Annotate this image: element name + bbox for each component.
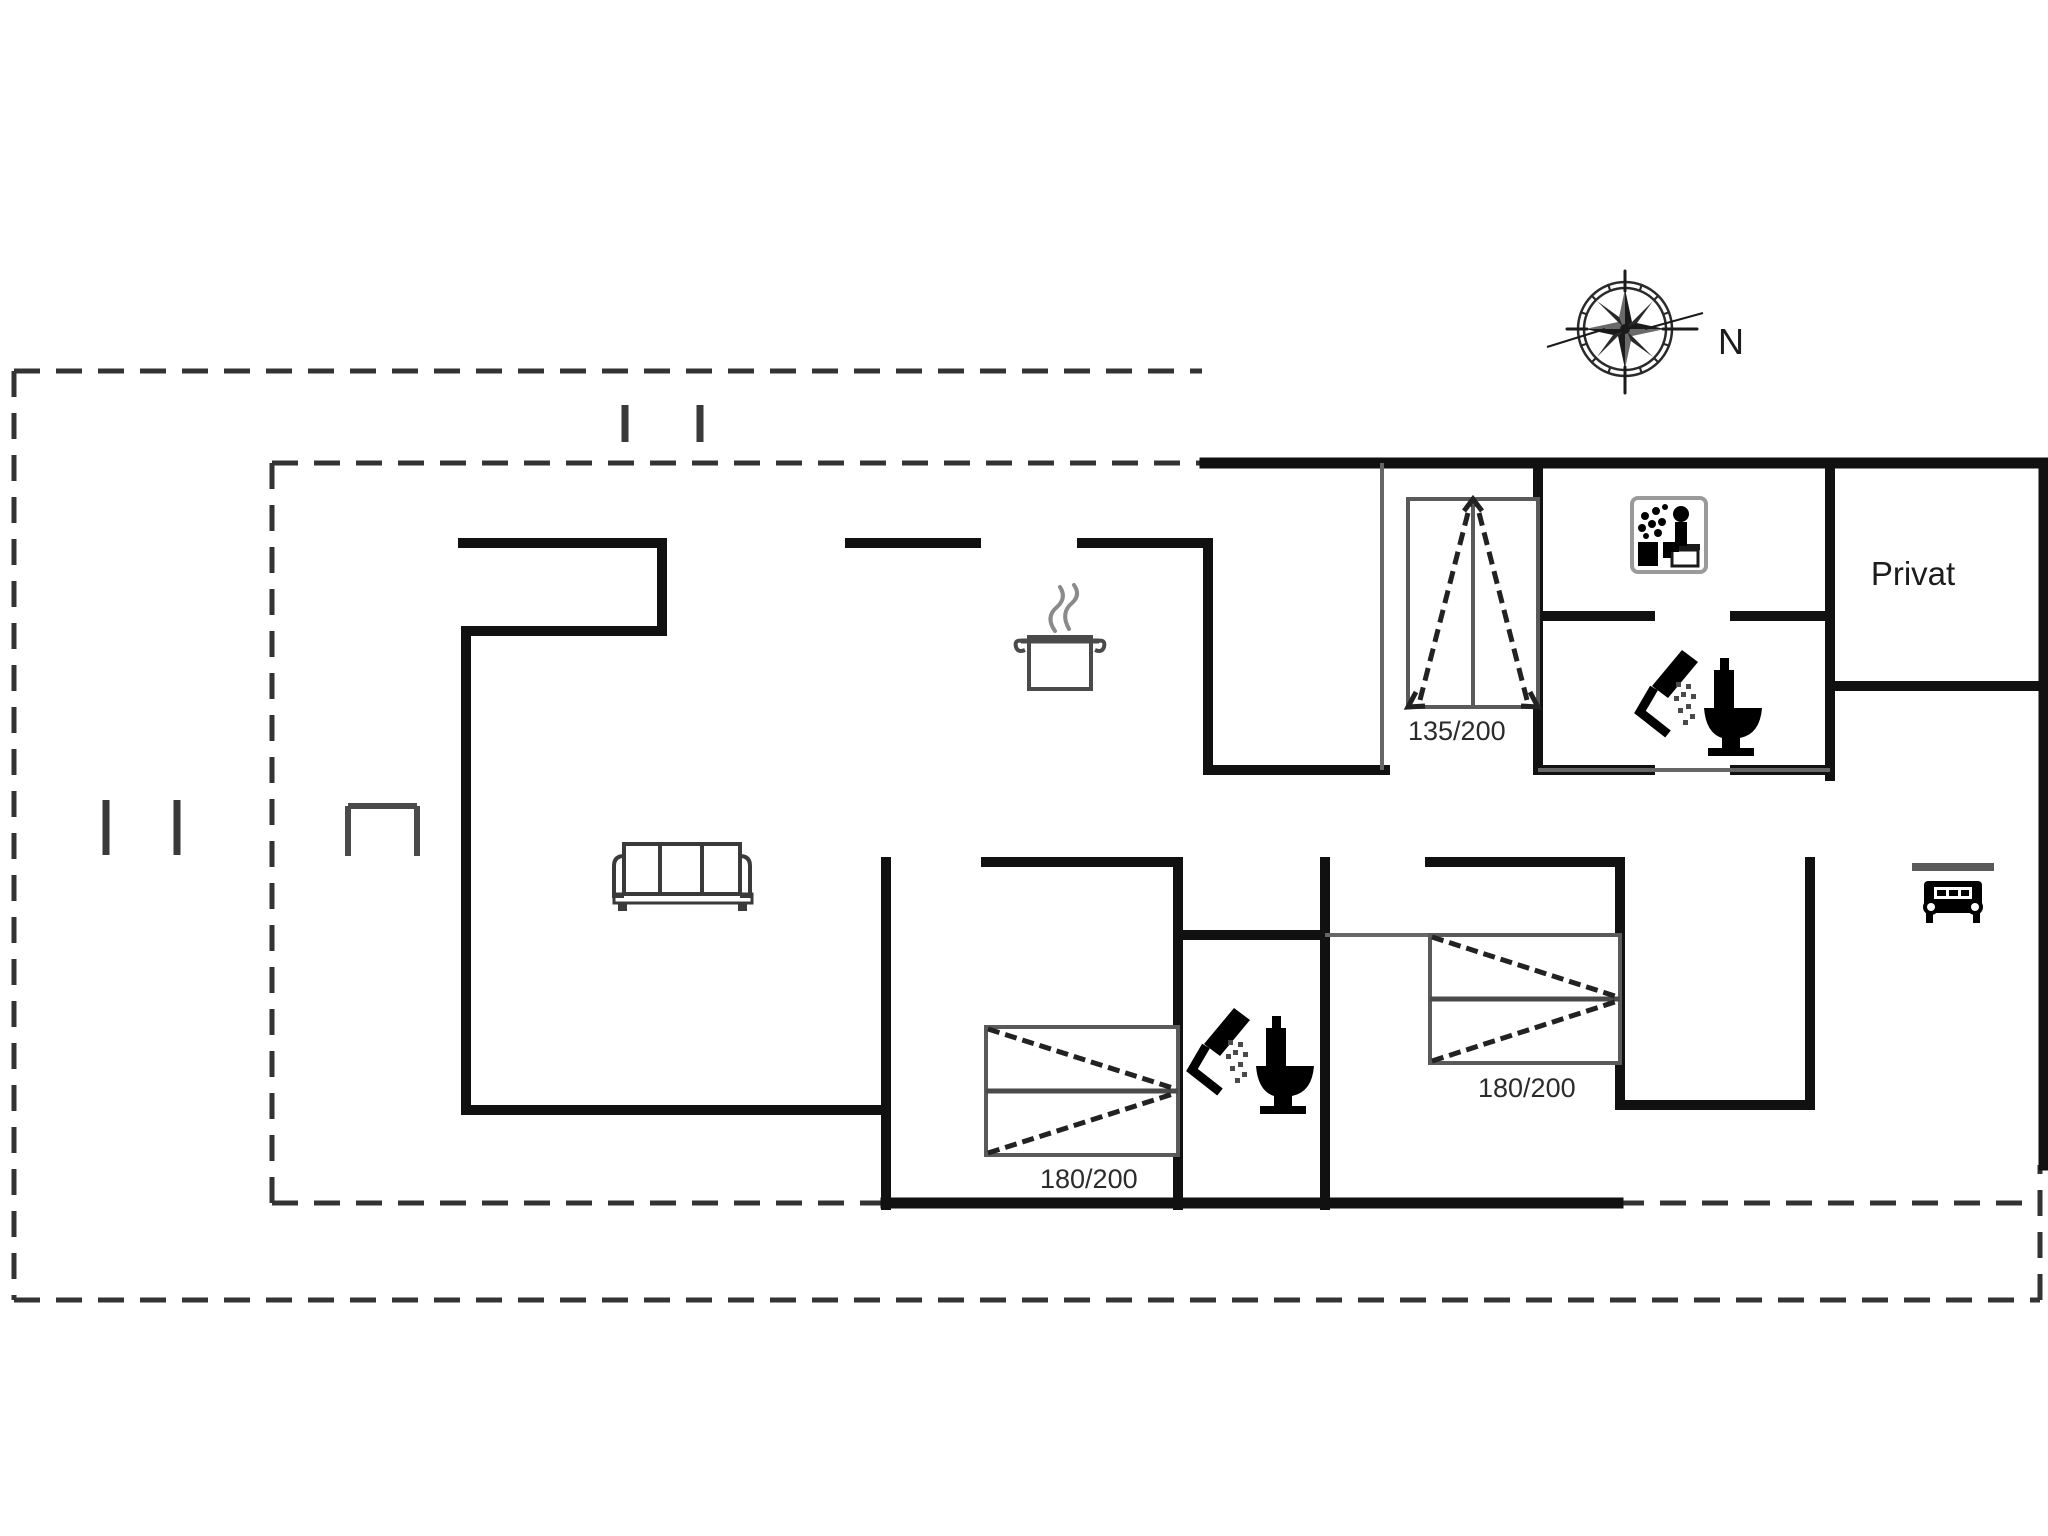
bed-180-200-left: 180/200 (984, 1025, 1180, 1194)
bed-135-200-label: 135/200 (1408, 716, 1506, 746)
bed-180-200-left-label: 180/200 (1040, 1164, 1138, 1194)
building-outer-walls (880, 457, 2048, 1209)
carport-icon (1912, 863, 1994, 923)
terrace-boundary-dashed (269, 460, 1210, 1206)
bed-180-200-right-label: 180/200 (1478, 1073, 1576, 1103)
bed-180-200-right: 180/200 (1428, 933, 1622, 1103)
compass-label: N (1718, 321, 1744, 362)
plot-boundary-dashed (11, 368, 2043, 1303)
shower-toilet-icon-upper (1640, 650, 1762, 756)
terrace-table-icon (345, 803, 420, 856)
thin-partition-lines (1325, 463, 1830, 937)
shower-toilet-icon-lower (1192, 1008, 1314, 1114)
interior-walls (458, 458, 2048, 1210)
terrace-tick-marks (102, 405, 704, 855)
room-label-privat: Privat (1871, 555, 1955, 592)
compass-rose (1545, 269, 1705, 395)
sauna-icon (1630, 496, 1708, 574)
cooking-pot-icon (1016, 585, 1105, 689)
sofa-icon (612, 842, 754, 913)
bed-135-200: 135/200 (1403, 494, 1543, 746)
